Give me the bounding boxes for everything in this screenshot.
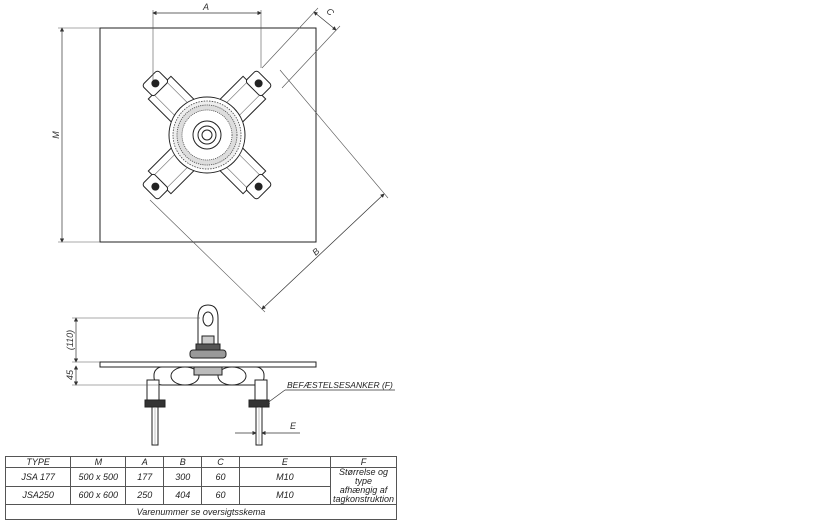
dimension-b: B bbox=[149, 69, 389, 313]
cell-b: 404 bbox=[163, 485, 203, 505]
note-line: tagkonstruktion bbox=[332, 494, 394, 504]
dim-b-label: B bbox=[310, 246, 321, 257]
spec-table: TYPE M A B C E F JSA 177 500 x 500 177 3… bbox=[4, 456, 398, 520]
note-line: afhængig af bbox=[339, 485, 388, 495]
top-view: A M B C bbox=[51, 2, 389, 313]
dim-c-label: C bbox=[324, 6, 336, 18]
cell-e: M10 bbox=[238, 467, 331, 487]
table-header-row: TYPE M A B C E F bbox=[4, 456, 398, 468]
cell-type: JSA 177 bbox=[4, 467, 72, 487]
dim-e-label: E bbox=[290, 421, 297, 431]
lower-assembly bbox=[153, 366, 265, 386]
left-anchor bbox=[144, 379, 166, 446]
right-anchor bbox=[248, 379, 270, 446]
anchor-callout-label: BEFÆSTELSESANKER (F) bbox=[287, 380, 393, 390]
table-footer-row: Varenummer se oversigtsskema bbox=[5, 504, 397, 520]
dimension-e: E bbox=[235, 421, 300, 436]
dim-m-label: M bbox=[51, 131, 61, 139]
header-type: TYPE bbox=[4, 456, 72, 468]
header-a: A bbox=[125, 456, 165, 468]
dim-110-label: (110) bbox=[65, 330, 75, 350]
cell-c: 60 bbox=[201, 467, 240, 487]
header-m: M bbox=[70, 456, 127, 468]
cell-m: 600 x 600 bbox=[70, 485, 127, 505]
header-c: C bbox=[201, 456, 240, 468]
anchor-callout: BEFÆSTELSESANKER (F) bbox=[265, 380, 395, 405]
cell-a: 250 bbox=[125, 485, 165, 505]
side-plate bbox=[99, 361, 317, 368]
cell-m: 500 x 500 bbox=[70, 467, 127, 487]
dim-a-label: A bbox=[202, 2, 209, 12]
header-e: E bbox=[238, 456, 331, 468]
dimension-110: (110) bbox=[65, 317, 200, 363]
cell-b: 300 bbox=[163, 467, 203, 487]
cell-f-note: Størrelse og type afhængig af tagkonstru… bbox=[329, 467, 398, 505]
cell-a: 177 bbox=[125, 467, 165, 487]
header-f: F bbox=[329, 456, 398, 468]
dimension-m: M bbox=[51, 27, 100, 243]
note-line: Størrelse og type bbox=[338, 467, 388, 486]
table-row: JSA 177 500 x 500 177 300 60 M10 Størrel… bbox=[4, 467, 398, 505]
cell-c: 60 bbox=[201, 485, 240, 505]
cell-e: M10 bbox=[238, 485, 331, 505]
dim-45-label: 45 bbox=[65, 369, 75, 380]
eye-bolt bbox=[189, 304, 227, 359]
center-hub bbox=[168, 96, 246, 174]
cell-type: JSA250 bbox=[4, 485, 72, 505]
side-view: (110) 45 E BEFÆSTELSESANKER (F) bbox=[65, 304, 395, 446]
header-b: B bbox=[163, 456, 203, 468]
table-footer: Varenummer se oversigtsskema bbox=[5, 504, 397, 520]
dimension-45: 45 bbox=[65, 361, 160, 386]
dimension-a: A bbox=[152, 2, 262, 80]
